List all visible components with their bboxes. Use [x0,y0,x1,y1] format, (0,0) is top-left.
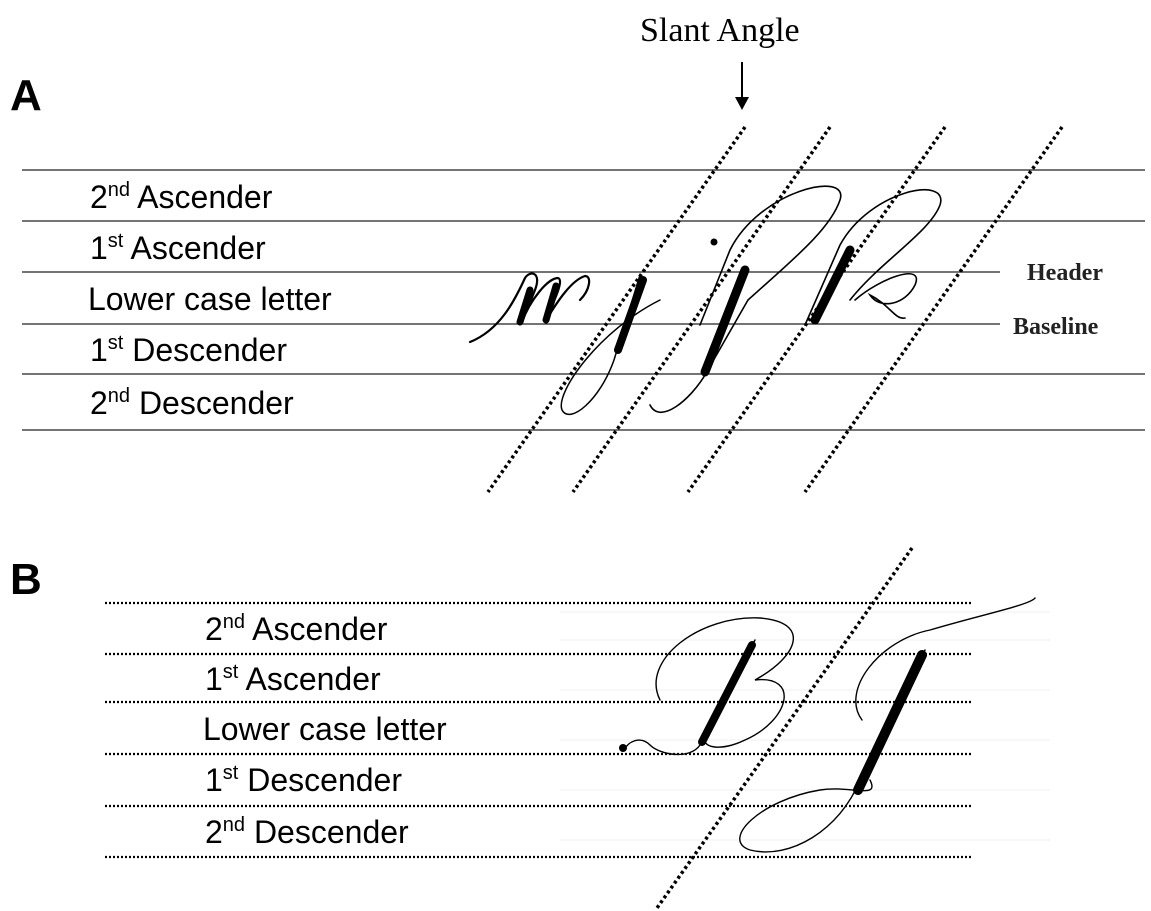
zone-label-2nd-ascender: 2nd Ascender [90,179,273,215]
b-zone-label-1st-descender: 1st Descender [205,762,402,798]
b-zone-label-2nd-descender: 2nd Descender [205,814,409,850]
slant-line-4 [805,127,1062,492]
zone-label-1st-ascender: 1st Ascender [90,230,266,266]
zone-label-2nd-descender: 2nd Descender [90,385,294,421]
letter-j-dot [711,239,718,246]
panel-a-label: A [10,71,42,120]
letter-w [470,274,589,342]
panel-a-slant-lines [488,127,1062,492]
panel-b-label: B [10,555,42,604]
baseline-label: Baseline [1013,314,1099,340]
b-zone-label-lower-case: Lower case letter [203,711,447,747]
letter-j [561,275,660,414]
slant-arrow [735,62,749,110]
zone-label-lower-case: Lower case letter [88,281,332,317]
slant-angle-label: Slant Angle [640,12,800,49]
script-letters-bj [619,598,1035,852]
b-zone-label-2nd-ascender: 2nd Ascender [205,611,388,647]
panel-b-slant-line [657,548,912,908]
zone-label-1st-descender: 1st Descender [90,332,287,368]
header-label: Header [1027,260,1103,286]
b-zone-label-1st-ascender: 1st Ascender [205,661,381,697]
slant-line-2 [573,127,830,492]
